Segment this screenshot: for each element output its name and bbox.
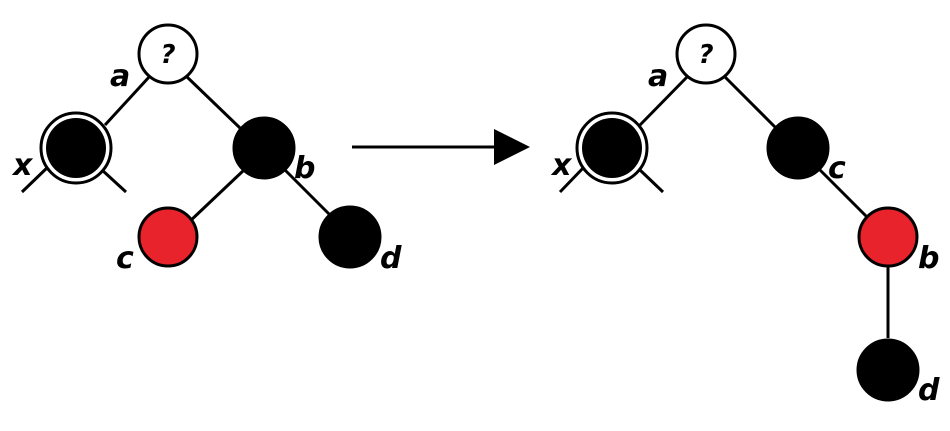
left-edge-b-c	[186, 168, 246, 225]
right-edge-root-x	[638, 74, 690, 127]
left-edge-x-stub-left	[20, 163, 52, 194]
right-root-mark: ?	[698, 40, 713, 70]
left-edge-x-stub-right	[100, 168, 128, 194]
left-x-node	[46, 118, 106, 178]
right-root-node	[675, 23, 737, 85]
left-d-label: d	[380, 241, 402, 276]
left-root-node	[137, 23, 199, 85]
left-tree: ? a x b c d	[11, 23, 402, 276]
left-c-label: c	[116, 241, 134, 276]
right-edge-x-stub-left	[558, 163, 588, 194]
right-x-label: x	[550, 148, 573, 183]
left-edge-root-b	[184, 74, 242, 130]
right-tree: ? a x c b d	[550, 23, 940, 408]
left-edge-root-x	[103, 74, 152, 127]
right-b-node	[857, 206, 919, 268]
right-edge-x-stub-right	[638, 168, 665, 194]
right-root-label: a	[648, 59, 668, 94]
right-d-label: d	[918, 373, 940, 408]
right-c-label: c	[828, 151, 846, 186]
left-b-node	[232, 116, 296, 180]
left-edge-b-d	[283, 168, 336, 221]
left-root-mark: ?	[160, 40, 175, 70]
left-b-label: b	[294, 151, 315, 186]
left-d-node	[318, 205, 382, 269]
right-b-label: b	[918, 241, 939, 276]
left-c-node	[137, 206, 199, 268]
right-d-node	[856, 338, 920, 402]
right-x-node	[582, 118, 642, 178]
right-edge-root-c	[722, 74, 778, 130]
right-edge-c-b	[818, 168, 872, 222]
left-root-label: a	[110, 59, 130, 94]
left-x-label: x	[11, 148, 34, 183]
right-c-node	[766, 116, 830, 180]
